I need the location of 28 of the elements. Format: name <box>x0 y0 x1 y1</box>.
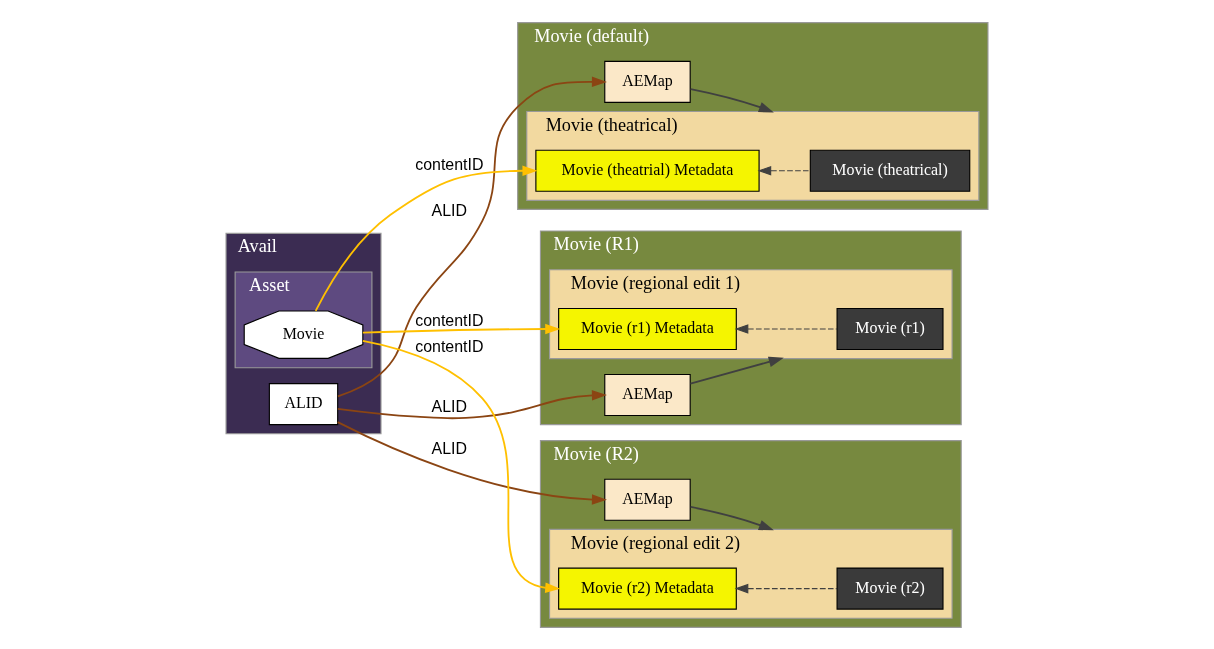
arrow <box>734 323 838 334</box>
node-box: ALID <box>268 382 339 425</box>
node-box: AEMap <box>604 478 691 521</box>
edge-label: ALID <box>431 439 468 457</box>
arrow <box>362 323 561 334</box>
edge-label: contentID <box>415 337 484 355</box>
arrow <box>361 339 561 593</box>
edge-label: ALID <box>431 397 468 415</box>
arrow <box>336 420 607 505</box>
arrow <box>757 165 811 175</box>
node-box: AEMap <box>604 60 691 103</box>
node-box: Movie (r2) <box>836 567 944 610</box>
arrow <box>689 356 784 384</box>
node-box: Movie (theatrical) <box>809 149 971 192</box>
arrow <box>336 76 607 397</box>
node-box: Movie (theatrial) Metadata <box>535 149 760 192</box>
edge-label: ALID <box>431 201 468 219</box>
edge-label: contentID <box>415 155 484 173</box>
arrow <box>734 583 838 593</box>
node-box: Movie (r2) Metadata <box>558 567 737 610</box>
node-box: Movie (r1) <box>836 307 944 350</box>
node-box: AEMap <box>604 373 691 416</box>
arrow <box>336 389 607 419</box>
arrow <box>689 87 774 112</box>
arrow <box>314 165 538 312</box>
node-box: Movie (r1) Metadata <box>558 307 737 350</box>
arrow <box>689 505 774 530</box>
edge-label: contentID <box>415 311 484 329</box>
